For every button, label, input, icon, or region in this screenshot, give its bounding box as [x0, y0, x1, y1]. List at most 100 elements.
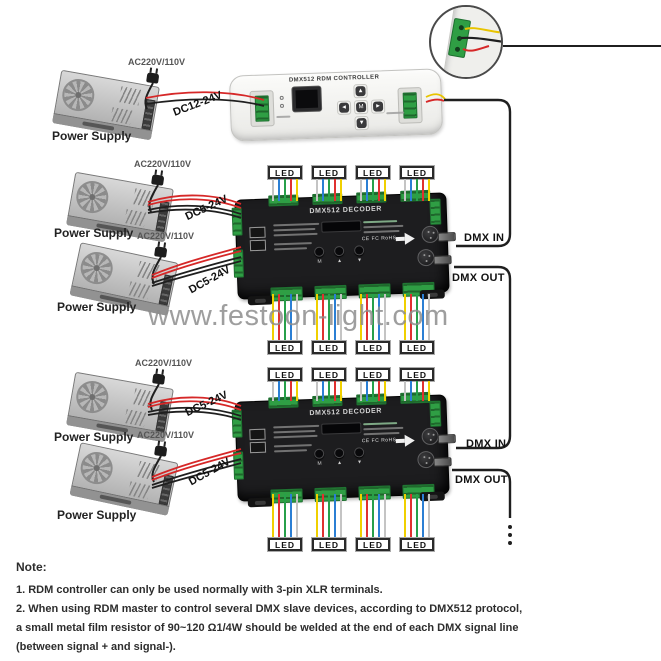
vent-grille [132, 188, 156, 208]
power-supply-label-5: Power Supply [57, 508, 137, 522]
wire-bundle-icon [316, 294, 342, 341]
certification-text: CE FC RoHS [361, 235, 397, 243]
ac-plug-icon-3 [154, 241, 168, 259]
dmx-decoder-2: DMX512 DECODER CE FC RoHS M ▲ ▼ [231, 391, 456, 508]
note-line-4: (between signal + and signal-). [16, 641, 176, 653]
rdm-controller: DMX512 RDM CONTROLLER ▲ ◄ M ► ▼ [228, 68, 444, 142]
button-label: ▼ [356, 257, 363, 264]
arrow-icon [404, 232, 415, 245]
rj45-port-icon [249, 441, 267, 454]
led-output-group: LED [356, 294, 390, 354]
controller-output-terminal [402, 92, 418, 119]
led-output-group: LED [312, 166, 346, 201]
xlr-cable-plug-out [433, 457, 452, 467]
vent-grille [118, 86, 142, 106]
power-input-terminal-1 [231, 207, 243, 236]
button-label: ▲ [336, 258, 343, 265]
arrow-icon [404, 434, 415, 447]
ac-voltage-label-2: AC220V/110V [134, 159, 192, 169]
led-output-group: LED [400, 368, 434, 401]
decoder-display [321, 422, 362, 435]
led-output-group: LED [268, 294, 302, 354]
dmx-in-label-1: DMX IN [464, 232, 505, 244]
note-line-2: 2. When using RDM master to control seve… [16, 603, 523, 615]
led-label: LED [268, 166, 302, 179]
inset-wires [460, 27, 501, 52]
led-output-group: LED [356, 368, 390, 401]
dmx-out-label-1: DMX OUT [452, 272, 505, 284]
power-supply-label-3: Power Supply [57, 300, 137, 314]
led-output-group: LED [356, 494, 390, 551]
power-input-terminal-2 [233, 249, 245, 278]
rj45-port-icon [249, 239, 267, 252]
led-label: LED [400, 368, 434, 381]
led-label: LED [356, 368, 390, 381]
dmx-out-label-2: DMX OUT [455, 474, 508, 486]
led-label: LED [312, 166, 346, 179]
led-output-group: LED [268, 166, 302, 201]
dmx-terminal [429, 400, 442, 427]
dmx-line-decoder1-to-decoder2 [454, 265, 512, 450]
arrow-icon [395, 236, 405, 242]
controller-up-button: ▲ [353, 83, 368, 99]
wire-bundle-icon [316, 494, 342, 538]
led-label: LED [312, 368, 346, 381]
power-supply-label-4: Power Supply [54, 430, 134, 444]
controller-down-button: ▼ [354, 115, 369, 131]
vent-grille [132, 388, 156, 408]
watermark: www.festoon-light.com [148, 300, 449, 332]
wire-bundle-icon [316, 179, 342, 201]
note-heading: Note: [16, 560, 47, 574]
wire-bundle-icon [316, 381, 342, 401]
wire-bundle-icon [272, 179, 298, 201]
note-line-1: 1. RDM controller can only be used norma… [16, 584, 383, 596]
dc-voltage-label-5: DC5-24V [186, 455, 233, 489]
button-label: M [317, 460, 322, 467]
led-output-group: LED [312, 294, 346, 354]
led-output-group: LED [400, 294, 434, 354]
dmx-in-label-2: DMX IN [466, 438, 507, 450]
dmx-decoder-1: DMX512 DECODER CE FC RoHS M ▲ ▼ [231, 189, 456, 306]
controller-input-terminal [254, 95, 270, 122]
button-label: ▼ [356, 459, 363, 466]
led-label: LED [400, 166, 434, 179]
certification-text: CE FC RoHS [361, 437, 397, 445]
dc-voltage-label-2: DC5-24V [183, 193, 230, 223]
xlr-cable-plug-in [437, 434, 456, 444]
note-line-3: a small metal film resistor of 90~120 Ω1… [16, 622, 519, 634]
ac-plug-icon-1 [146, 67, 160, 85]
power-input-terminal-2 [233, 451, 245, 480]
led-output-group: LED [312, 494, 346, 551]
wire-bundle-icon [360, 294, 386, 341]
continuation-dots-icon [508, 525, 512, 545]
power-supply-label-1: Power Supply [52, 129, 132, 143]
controller-display [291, 85, 323, 113]
led-output-group: LED [356, 166, 390, 201]
controller-menu-button: M [353, 99, 369, 115]
wire-bundle-icon [404, 179, 430, 201]
ac-plug-icon-2 [151, 169, 165, 187]
dc-voltage-label-controller: DC12-24V [171, 89, 224, 119]
led-output-group: LED [312, 368, 346, 401]
wire-bundle-icon [272, 294, 298, 341]
power-supply-label-2: Power Supply [54, 226, 134, 240]
ac-voltage-label-4: AC220V/110V [135, 358, 193, 368]
xlr-cable-plug-out [433, 255, 452, 265]
wire-bundle-icon [404, 294, 430, 341]
note-block: Note: 1. RDM controller can only be used… [16, 560, 652, 657]
led-label: LED [356, 341, 390, 354]
controller-right-button: ► [370, 99, 386, 114]
led-label: LED [356, 538, 390, 551]
dmx-line-controller-to-decoder1 [444, 98, 512, 248]
wire-bundle-icon [360, 494, 386, 538]
terminal-detail-inset [429, 5, 503, 79]
rj45-port-icon [249, 226, 266, 239]
xlr-cable-plug-in [437, 232, 456, 242]
wire-bundle-icon [360, 179, 386, 201]
ac-voltage-label-5: AC220V/110V [137, 430, 195, 440]
led-label: LED [400, 341, 434, 354]
button-label: ▲ [336, 460, 343, 467]
wire-bundle-icon [404, 494, 430, 538]
ac-plug-icon-5 [154, 440, 168, 458]
